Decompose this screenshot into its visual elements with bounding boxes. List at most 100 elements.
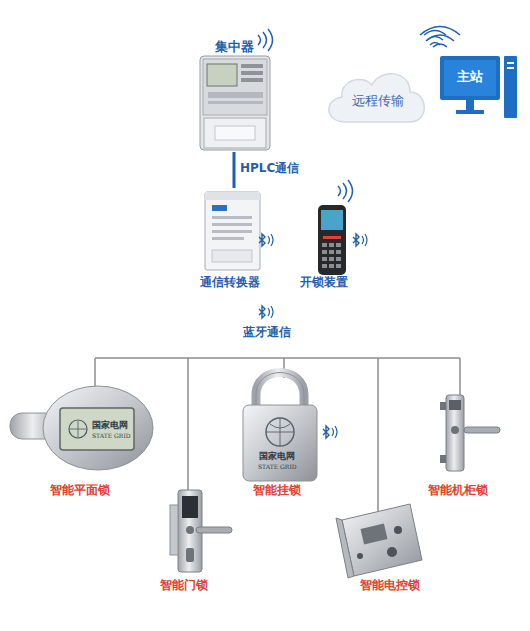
computer-icon [466,100,474,110]
flat-lock [60,408,134,450]
cabinet-lock [440,395,500,471]
node-label: 通信转换器 [200,276,260,289]
cabinet-lock [440,455,446,463]
node-label: 开锁装置 [300,276,348,289]
flat-lock [43,386,153,470]
node-label: 智能门锁 [160,579,208,592]
bluetooth-icon [353,234,367,246]
logo-text: 国家电网 [92,421,128,431]
bus-label: 蓝牙通信 [243,326,291,339]
concentrator-meter [203,59,267,115]
lock-node: 智能机柜锁 [426,390,508,500]
cabinet-lock [446,395,464,471]
flat-lock [10,386,153,470]
handheld-unlocker [322,243,341,268]
computer-icon [507,62,514,64]
node-label: 智能挂锁 [253,484,301,497]
node-label: 智能电控锁 [360,579,420,592]
converter-device [212,237,244,240]
concentrator-meter [200,56,270,150]
concentrator-meter [208,92,263,98]
computer-icon [456,110,484,114]
lock-node: 智能电控锁 [335,500,427,596]
padlock [243,405,317,481]
lock-node: 智能平面锁 [8,380,168,500]
computer-icon [507,67,514,69]
handheld-unlocker [329,257,334,261]
computer-icon [440,56,500,100]
cloud-shape [329,74,424,122]
converter-device [212,230,252,233]
handheld-unlocker [323,236,341,239]
unlocker-node: 开锁装置 [300,198,360,292]
electric-lock [336,518,354,578]
electric-lock [387,547,397,557]
padlock [266,418,294,446]
converter-device [212,205,227,211]
edge-label: HPLC通信 [240,162,299,175]
bus-lines [95,357,460,359]
concentrator-meter [241,71,263,75]
bus-lines [459,358,461,396]
electric-lock [357,553,363,559]
converter-device [212,223,252,226]
computer-icon [504,56,517,118]
handheld-unlocker [329,250,334,254]
logo-text: STATE GRID [92,433,131,440]
cloud-node: 远程传输 [330,72,425,124]
bluetooth-icon [323,426,337,438]
cabinet-lock [451,426,459,434]
hplc-link [233,152,236,188]
handheld-unlocker [318,205,346,275]
lock-node: 智能门锁 [158,486,242,596]
concentrator-meter [215,126,255,140]
flat-lock [69,420,87,438]
door-lock [186,526,194,534]
converter-device [205,192,260,200]
node-label: 远程传输 [330,94,425,108]
electric-lock [361,524,388,545]
handheld-unlocker [336,250,341,254]
converter-device [212,250,252,262]
handheld-unlocker [322,257,327,261]
concentrator-meter [204,118,266,148]
handheld-unlocker [336,257,341,261]
padlock [243,373,317,482]
computer-icon [424,31,446,46]
cabinet-lock [464,427,500,433]
bus-lines [187,358,189,490]
concentrator-meter [207,64,237,86]
handheld-unlocker [322,243,327,247]
converter-node: 通信转换器 [196,188,272,292]
concentrator-node: 集中器 [196,36,276,152]
handheld-unlocker [322,264,327,268]
lock-node: 智能挂锁 [238,372,322,500]
bluetooth-icon [259,306,273,318]
handheld-unlocker [322,250,327,254]
bluetooth-icon [259,234,273,246]
electric-lock [342,504,422,576]
converter-device [205,192,260,270]
handheld-unlocker [318,205,346,275]
door-lock [182,496,198,518]
logo-text: 国家电网 [259,452,295,462]
electric-lock [336,504,422,578]
door-lock [170,505,178,555]
converter-device [212,216,252,219]
concentrator-meter [200,56,270,150]
bus-lines [377,358,379,512]
node-label: 智能机柜锁 [428,484,488,497]
concentrator-meter [241,64,263,68]
cabinet-lock [440,402,446,410]
wifi-icon [420,27,460,48]
converter-device [205,192,260,270]
handheld-unlocker [329,264,334,268]
node-label: 智能平面锁 [50,484,110,497]
door-lock [170,490,232,572]
handheld-unlocker [329,243,334,247]
handheld-unlocker [336,243,341,247]
cabinet-lock [449,400,461,410]
door-lock [186,548,194,562]
